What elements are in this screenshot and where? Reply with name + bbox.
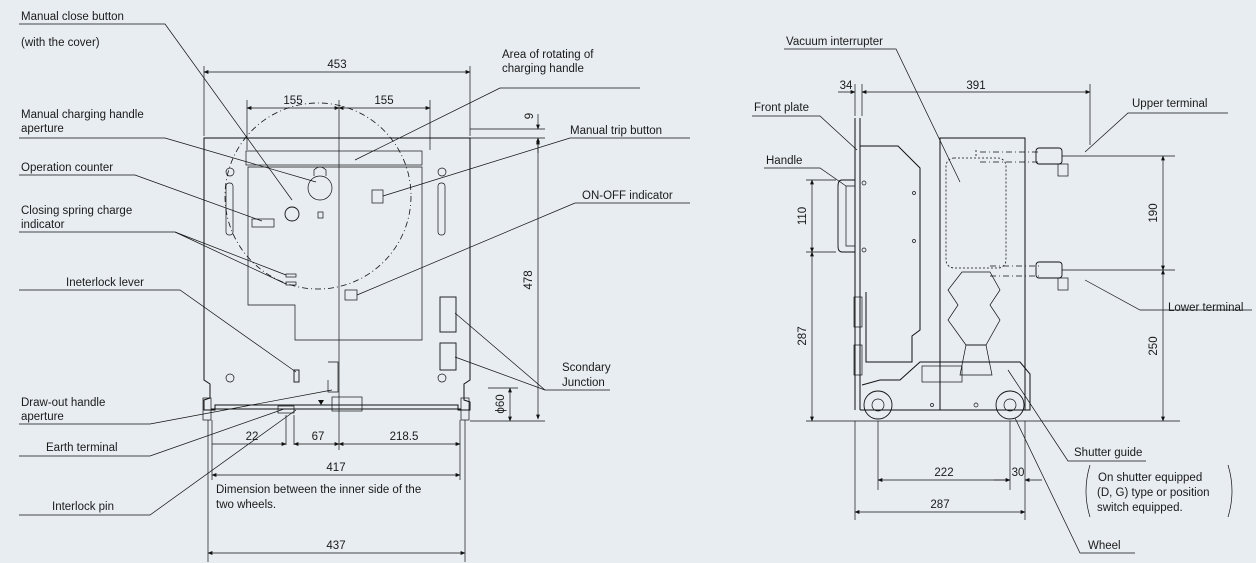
dim-9: 9 — [524, 113, 536, 119]
hole — [437, 167, 447, 177]
interrupter-frame — [939, 137, 1026, 411]
on-off-indicator — [344, 289, 358, 301]
secondary-junction-upper — [439, 296, 457, 333]
label-front-plate: Front plate — [754, 102, 809, 114]
right-callouts: Vacuum interrupter Front plate Upper ter… — [754, 36, 1243, 552]
top-strip — [245, 150, 423, 166]
spring-indicator — [285, 273, 297, 278]
secondary-junction-lower — [439, 342, 457, 371]
dim-218-5: 218.5 — [390, 431, 419, 443]
dim-453: 453 — [327, 59, 346, 71]
manual-trip-button — [371, 189, 384, 204]
dim-155-right: 155 — [374, 95, 393, 107]
upper-terminal — [1035, 147, 1063, 165]
label-manual-close-button: Manual close button — [21, 11, 124, 23]
label-on-off-indicator: ON-OFF indicator — [582, 190, 673, 202]
dim-155-left: 155 — [283, 95, 302, 107]
bottom-block — [331, 396, 363, 412]
manual-close-button — [284, 206, 300, 222]
dim-190: 190 — [1148, 203, 1160, 222]
dim-67: 67 — [312, 431, 325, 443]
note-bracket-right — [1227, 464, 1233, 518]
dim-22: 22 — [246, 431, 259, 443]
label-spring-charge-1: Closing spring charge — [21, 205, 132, 217]
label-lower-terminal: Lower terminal — [1168, 302, 1243, 314]
handle — [837, 179, 855, 253]
dim-417: 417 — [326, 462, 345, 474]
label-operation-counter: Operation counter — [21, 162, 113, 174]
label-manual-charging-2: aperture — [21, 123, 64, 135]
operation-counter — [251, 218, 275, 228]
label-shutter-note-3: switch equipped. — [1097, 502, 1183, 514]
dim-110: 110 — [797, 207, 809, 225]
hole — [225, 373, 235, 383]
label-vacuum-interrupter: Vacuum interrupter — [786, 36, 883, 48]
note-bracket-left — [1085, 464, 1091, 518]
vacuum-interrupter — [945, 157, 1007, 269]
dim-478: 478 — [523, 270, 535, 289]
charging-handle-aperture — [307, 175, 333, 201]
arrow-mark — [318, 400, 324, 405]
label-with-cover: (with the cover) — [21, 37, 100, 49]
charging-handle-top — [313, 166, 327, 176]
label-spring-charge-2: indicator — [21, 219, 65, 231]
dim-391: 391 — [966, 80, 985, 92]
label-area-rotating-2: charging handle — [502, 63, 584, 75]
side-housing — [860, 145, 921, 363]
label-secondary-junction-1: Scondary — [562, 362, 611, 374]
left-callouts: Manual close button (with the cover) Are… — [21, 11, 673, 513]
charging-handle-key — [317, 211, 324, 219]
hole — [225, 167, 235, 177]
label-shutter-note-2: (D, G) type or position — [1097, 487, 1209, 499]
dim-437: 437 — [326, 540, 345, 552]
label-interlock-pin: Interlock pin — [52, 501, 114, 513]
front-wheel — [863, 390, 893, 420]
right-slot — [437, 182, 446, 236]
label-secondary-junction-2: Junction — [562, 377, 605, 389]
label-handle: Handle — [766, 155, 802, 167]
spring-indicator — [285, 281, 297, 286]
label-wheel: Wheel — [1088, 540, 1121, 552]
dim-phi60: ϕ60 — [495, 394, 507, 413]
label-shutter-guide: Shutter guide — [1074, 447, 1142, 459]
label-earth-terminal: Earth terminal — [46, 442, 118, 454]
label-manual-trip-button: Manual trip button — [570, 125, 662, 137]
dim-30: 30 — [1012, 467, 1025, 479]
dim-287-horizontal: 287 — [930, 499, 949, 511]
label-interlock-lever: Ineterlock lever — [66, 277, 144, 289]
dim-222: 222 — [934, 467, 953, 479]
label-upper-terminal: Upper terminal — [1132, 98, 1207, 110]
breaker-body-outline — [203, 137, 471, 411]
hole — [437, 373, 447, 383]
front-view: 453 155 155 9 478 ϕ60 22 67 218.5 417 43… — [19, 11, 690, 562]
label-wheel-note-1: Dimension between the inner side of the — [216, 484, 421, 496]
drawout-aperture — [327, 361, 339, 393]
right-leaders — [752, 48, 1252, 554]
label-manual-charging-1: Manual charging handle — [21, 109, 144, 121]
label-drawout-1: Draw-out handle — [21, 397, 105, 409]
mechanism-panel — [247, 166, 423, 341]
lower-insulator — [947, 271, 1001, 346]
label-drawout-2: aperture — [21, 411, 64, 423]
dim-287-vertical: 287 — [797, 326, 809, 345]
dim-250: 250 — [1148, 336, 1160, 355]
side-view: 34 391 110 287 190 250 222 30 287 Vacuum… — [752, 36, 1252, 554]
rear-wheel — [995, 390, 1025, 420]
left-leaders — [19, 23, 690, 516]
dim-34: 34 — [840, 80, 853, 92]
charging-handle-rotation-area — [224, 102, 412, 290]
lower-terminal — [1035, 261, 1063, 279]
interlock-lever — [293, 369, 300, 383]
label-shutter-note-1: On shutter equipped — [1098, 472, 1202, 484]
label-wheel-note-2: two wheels. — [216, 499, 276, 511]
label-area-rotating-1: Area of rotating of — [502, 49, 594, 61]
